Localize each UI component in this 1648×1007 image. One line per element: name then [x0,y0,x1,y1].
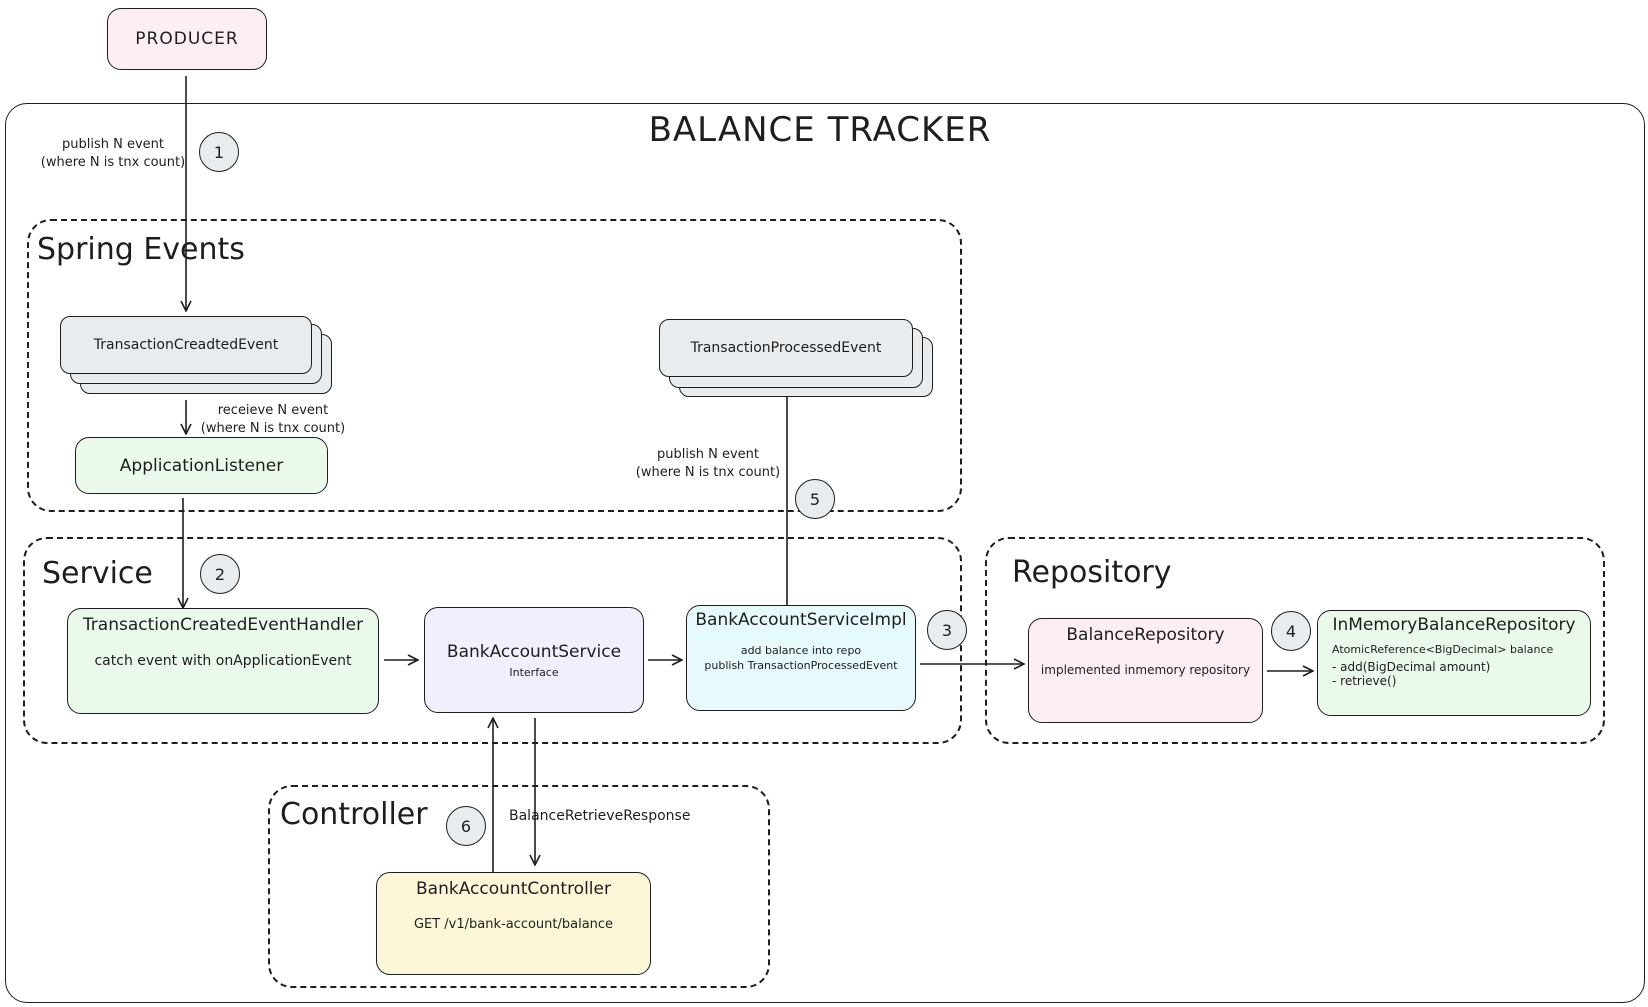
bank-account-service-impl-node[interactable]: BankAccountServiceImpl add balance into … [686,605,916,711]
inmemory-field-balance: AtomicReference<BigDecimal> balance [1332,643,1554,656]
transaction-created-event-handler-node[interactable]: TransactionCreatedEventHandler catch eve… [67,608,379,714]
bank-account-controller-node[interactable]: BankAccountController GET /v1/bank-accou… [376,872,651,975]
inmemory-repository-title: InMemoryBalanceRepository [1332,615,1576,635]
inmemory-method-add: - add(BigDecimal amount) [1332,660,1491,674]
step-badge-6: 6 [446,806,486,846]
transaction-processed-event-title: TransactionProcessedEvent [690,340,882,356]
transaction-created-event-node[interactable]: TransactionCreadtedEvent [60,316,312,374]
inmemory-repository-members: AtomicReference<BigDecimal> balance - ad… [1318,643,1553,688]
transaction-processed-event-node[interactable]: TransactionProcessedEvent [659,319,913,377]
balance-retrieve-response-label: BalanceRetrieveResponse [509,808,691,824]
bank-account-service-impl-title: BankAccountServiceImpl [695,610,907,630]
balance-tracker-title: BALANCE TRACKER [648,110,992,150]
balance-repository-desc: implemented inmemory repository [1040,663,1251,677]
balance-repository-node[interactable]: BalanceRepository implemented inmemory r… [1028,618,1263,723]
impl-desc-publish: publish TransactionProcessedEvent [704,659,898,672]
publish-processed-event-label: publish N event (where N is tnx count) [635,447,781,480]
controller-group [268,785,770,988]
impl-desc-add-balance: add balance into repo [740,644,862,657]
balance-repository-title: BalanceRepository [1066,625,1225,645]
spring-events-group [27,219,962,512]
spring-events-title: Spring Events [37,232,245,267]
bank-account-service-title: BankAccountService [446,641,622,662]
repository-group [985,537,1605,744]
producer-label: PRODUCER [135,29,239,49]
bank-account-controller-desc: GET /v1/bank-account/balance [413,917,614,932]
step-badge-2: 2 [200,554,240,594]
event-handler-title: TransactionCreatedEventHandler [82,615,364,635]
bank-account-service-desc: Interface [509,665,559,679]
inmemory-method-retrieve: - retrieve() [1332,674,1397,688]
step-badge-3: 3 [927,610,967,650]
event-handler-desc: catch event with onApplicationEvent [94,653,352,669]
controller-title: Controller [280,797,428,832]
receive-event-label: receieve N event (where N is tnx count) [200,403,346,436]
application-listener-title: ApplicationListener [119,455,284,476]
repository-title: Repository [1012,555,1172,590]
producer-node[interactable]: PRODUCER [107,8,267,70]
bank-account-service-node[interactable]: BankAccountService Interface [424,607,644,713]
step-badge-4: 4 [1271,611,1311,651]
service-title: Service [42,556,153,591]
step-badge-5: 5 [795,479,835,519]
transaction-created-event-title: TransactionCreadtedEvent [93,337,279,353]
bank-account-controller-title: BankAccountController [416,879,611,899]
publish-event-label: publish N event (where N is tnx count) [40,137,186,170]
inmemory-balance-repository-node[interactable]: InMemoryBalanceRepository AtomicReferenc… [1317,610,1591,716]
balance-tracker-boundary [5,103,1645,1003]
step-badge-1: 1 [199,132,239,172]
application-listener-node[interactable]: ApplicationListener [75,437,328,494]
